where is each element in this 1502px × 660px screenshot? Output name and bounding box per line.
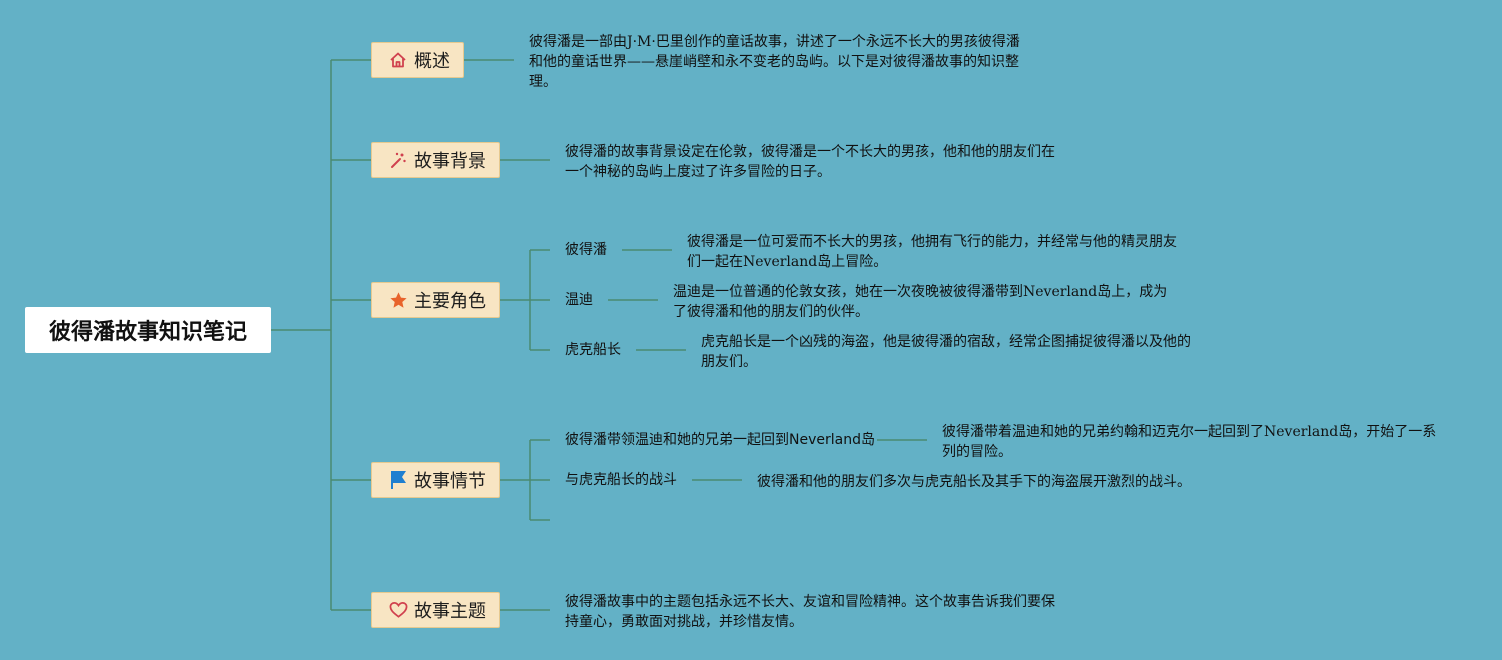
theme-text: 彼得潘故事中的主题包括永远不长大、友谊和冒险精神。这个故事告诉我们要保持童心，勇…	[565, 594, 1055, 630]
overview-text: 彼得潘是一部由J·M·巴里创作的童话故事，讲述了一个永远不长大的男孩彼得潘和他的…	[529, 34, 1020, 90]
character-desc: 虎克船长是一个凶残的海盗，他是彼得潘的宿敌，经常企图捕捉彼得潘以及他的朋友们。	[701, 334, 1191, 370]
star-icon	[388, 290, 408, 310]
node-background-label: 故事背景	[414, 151, 486, 172]
node-background[interactable]: 故事背景	[371, 142, 500, 178]
plot-item[interactable]: 与虎克船长的战斗	[565, 472, 677, 488]
plot-desc: 彼得潘和他的朋友们多次与虎克船长及其手下的海盗展开激烈的战斗。	[757, 474, 1191, 490]
character-desc: 彼得潘是一位可爱而不长大的男孩，他拥有飞行的能力，并经常与他的精灵朋友们一起在N…	[687, 234, 1177, 270]
node-overview-label: 概述	[414, 51, 450, 72]
heart-icon	[388, 600, 408, 620]
magic-wand-icon	[388, 150, 408, 170]
home-icon	[388, 50, 408, 70]
node-characters-label: 主要角色	[414, 291, 486, 312]
root-title: 彼得潘故事知识笔记	[48, 320, 247, 345]
character-name[interactable]: 温迪	[565, 292, 593, 308]
node-plot[interactable]: 故事情节	[371, 462, 500, 498]
character-name[interactable]: 彼得潘	[565, 242, 607, 258]
plot-desc: 彼得潘带着温迪和她的兄弟约翰和迈克尔一起回到了Neverland岛，开始了一系列…	[942, 424, 1437, 460]
node-theme[interactable]: 故事主题	[371, 592, 500, 628]
plot-item[interactable]: 彼得潘带领温迪和她的兄弟一起回到Neverland岛	[565, 432, 875, 448]
node-plot-label: 故事情节	[414, 471, 486, 492]
character-desc: 温迪是一位普通的伦敦女孩，她在一次夜晚被彼得潘带到Neverland岛上，成为了…	[673, 284, 1168, 320]
root-node[interactable]: 彼得潘故事知识笔记	[25, 307, 271, 353]
node-overview[interactable]: 概述	[371, 42, 464, 78]
character-name[interactable]: 虎克船长	[565, 342, 621, 358]
flag-icon	[388, 470, 408, 490]
node-characters[interactable]: 主要角色	[371, 282, 500, 318]
background-text: 彼得潘的故事背景设定在伦敦，彼得潘是一个不长大的男孩，他和他的朋友们在一个神秘的…	[565, 144, 1055, 180]
node-theme-label: 故事主题	[414, 601, 486, 622]
